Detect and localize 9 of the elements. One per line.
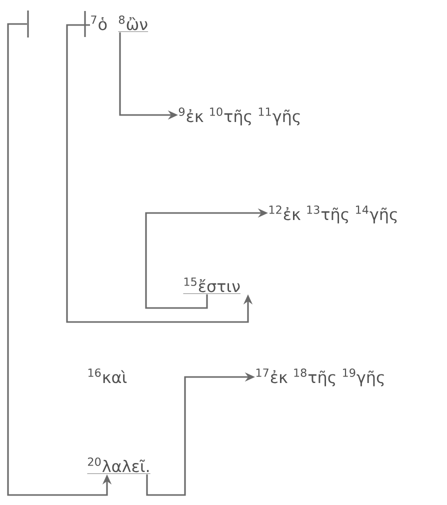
underlined-word: $^{15}$ἔστιν [183, 278, 241, 294]
bar-mark [27, 10, 29, 38]
greek-phrase: $^{17}$ἐκ $^{18}$τῆς $^{19}$γῆς [256, 368, 384, 386]
greek-phrase: $^{9}$ἐκ $^{10}$τῆς $^{11}$γῆς [178, 107, 300, 126]
greek-phrase: $^{12}$ἐκ $^{13}$τῆς $^{14}$γῆς [269, 205, 397, 224]
greek-word: $^{16}$καὶ [88, 368, 127, 384]
greek-phrase: $^{7}$ὁ [91, 16, 107, 30]
underlined-word: $^{20}$λαλεῖ. [87, 457, 151, 474]
underlined-word: $^{8}$ὢν [118, 15, 148, 32]
